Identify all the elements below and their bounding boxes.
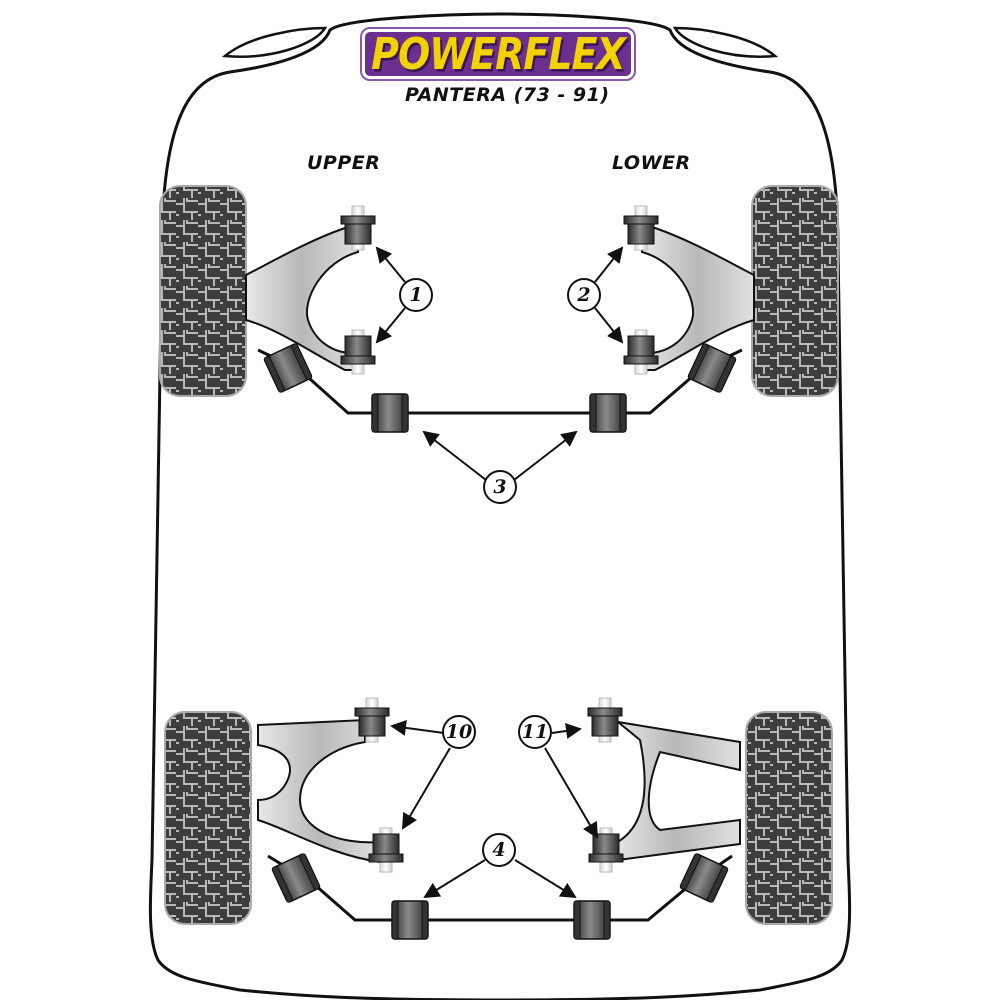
model-title: PANTERA (73 - 91) — [405, 84, 610, 106]
powerflex-logo: POWERFLEX — [360, 27, 636, 81]
callout-11: 11 — [518, 715, 552, 749]
callout-3: 3 — [483, 470, 517, 504]
rear-upper-arm — [257, 718, 381, 864]
rear-lower-arm — [610, 720, 741, 862]
rear-left-tyre — [164, 711, 252, 925]
front-left-tyre — [159, 185, 247, 397]
lower-label: LOWER — [612, 152, 691, 174]
callout-arrows — [375, 246, 624, 899]
callout-1: 1 — [399, 278, 433, 312]
callout-2: 2 — [567, 278, 601, 312]
front-right-tyre — [751, 185, 839, 397]
callout-10: 10 — [442, 715, 476, 749]
front-lower-arm — [641, 226, 755, 371]
rear-right-tyre — [745, 711, 833, 925]
front-upper-arm — [245, 226, 359, 371]
upper-label: UPPER — [307, 152, 381, 174]
callout-4: 4 — [482, 833, 516, 867]
logo-text: POWERFLEX — [371, 28, 626, 80]
